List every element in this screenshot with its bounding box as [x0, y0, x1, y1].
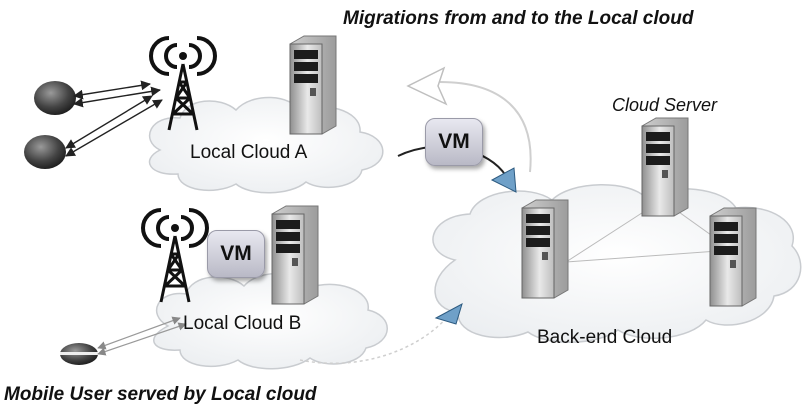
diagram-caption: Mobile User served by Local cloud	[4, 384, 317, 405]
user-links-a	[65, 80, 163, 157]
server-icon	[521, 199, 569, 299]
backend-links	[565, 199, 734, 263]
mobile-user-icon	[24, 135, 66, 169]
local-cloud-a-label: Local Cloud A	[190, 142, 308, 163]
local-cloud-b-label: Local Cloud B	[183, 313, 302, 334]
mobile-user-icon	[34, 81, 76, 115]
server-icon	[709, 207, 757, 307]
server-icon	[289, 35, 337, 135]
server-icon	[271, 205, 319, 305]
mobile-user-icon	[60, 343, 98, 365]
user-links-b	[97, 316, 187, 356]
migration-arrow-to-local	[406, 66, 532, 173]
migration-arrow-from-b	[299, 302, 463, 364]
vm-migrating: VM	[425, 118, 483, 166]
backend-cloud-label: Back-end Cloud	[537, 327, 673, 348]
diagram-title: Migrations from and to the Local cloud	[343, 8, 694, 29]
cloud-server-label: Cloud Server	[612, 95, 718, 115]
vm-local-b: VM	[207, 230, 265, 278]
server-icon	[641, 117, 689, 217]
